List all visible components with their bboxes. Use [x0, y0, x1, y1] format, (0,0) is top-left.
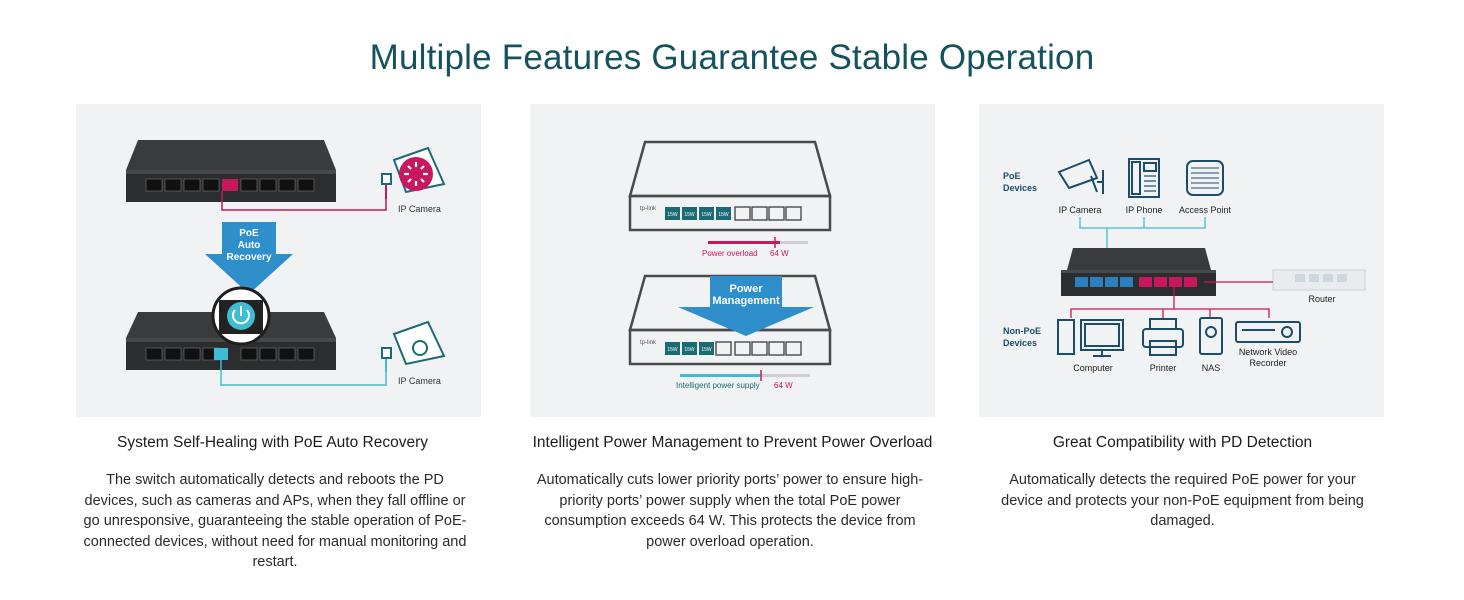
non-poe-group-label-1: Non-PoE: [1003, 326, 1041, 336]
poe-device-label: IP Camera: [1059, 205, 1102, 215]
pd-detection-diagram: PoE Devices IP Camera IP Phone Access Po…: [979, 104, 1384, 417]
poe-device-label: IP Phone: [1126, 205, 1163, 215]
port-power-label: 15W: [701, 347, 712, 353]
non-poe-device-label: NAS: [1202, 363, 1221, 373]
ip-camera-bottom-icon: [381, 320, 446, 372]
poe-group-label-1: PoE: [1003, 171, 1021, 181]
arrow-label-line-1: PoE: [239, 228, 259, 239]
poe-device-label: Access Point: [1179, 205, 1232, 215]
feature-description-auto-recovery: The switch automatically detects and reb…: [83, 472, 467, 570]
port-power-label: 15W: [718, 212, 729, 218]
feature-description-pd-detection: Automatically detects the required PoE p…: [1001, 472, 1364, 529]
feature-description-power-management: Automatically cuts lower priority ports’…: [536, 472, 924, 550]
non-poe-device-label: Printer: [1150, 363, 1177, 373]
supply-bar-fill: [680, 374, 760, 377]
ip-phone-icon: [1128, 158, 1160, 198]
access-point-icon: [1186, 160, 1224, 196]
port-power-label: 15W: [701, 212, 712, 218]
ip-camera-top-icon: [381, 146, 446, 199]
power-cycle-icon: [211, 286, 271, 346]
port-power-label: 15W: [667, 347, 678, 353]
nas-icon: [1199, 317, 1223, 355]
ip-camera-icon: [1057, 158, 1104, 194]
power-management-diagram: tp-link 15W 15W 15W 15W Power overload 6…: [530, 104, 935, 417]
supply-value: 64 W: [774, 381, 793, 390]
nvr-label-line-2: Recorder: [1249, 358, 1286, 368]
overload-value: 64 W: [770, 249, 789, 258]
switch-top-icon: [126, 140, 336, 202]
page-title: Multiple Features Guarantee Stable Opera…: [369, 38, 1095, 77]
arrow-label-line-3: Recovery: [226, 252, 271, 263]
arrow-label-line-2: Auto: [238, 240, 261, 251]
overload-bar-fill: [708, 241, 780, 244]
port-power-label: 15W: [684, 347, 695, 353]
recovery-arrow-icon: [205, 222, 293, 294]
arrow-label-line-2: Management: [712, 295, 780, 307]
overload-label: Power overload: [702, 249, 758, 258]
feature-title-power-management: Intelligent Power Management to Prevent …: [532, 434, 933, 451]
arrow-label-line-1: Power: [729, 283, 763, 295]
non-poe-group-label-2: Devices: [1003, 338, 1037, 348]
nvr-icon: [1235, 321, 1301, 343]
ports-top: [665, 206, 802, 221]
ports-bottom: [665, 341, 802, 356]
supply-label: Intelligent power supply: [676, 381, 760, 390]
poe-auto-recovery-diagram: IP Camera PoE Auto Recovery IP Camera: [76, 104, 481, 417]
port-power-label: 15W: [684, 212, 695, 218]
printer-icon: [1142, 318, 1184, 356]
port-power-label: 15W: [667, 212, 678, 218]
brand-top-label: tp-link: [640, 206, 657, 212]
router-icon: [1272, 269, 1366, 291]
brand-bottom-label: tp-link: [640, 340, 657, 346]
poe-group-label-2: Devices: [1003, 183, 1037, 193]
non-poe-connection-lines: [1070, 287, 1270, 318]
ip-camera-bottom-label: IP Camera: [398, 376, 441, 386]
switch-outline-top-icon: [628, 140, 832, 232]
nvr-label-line-1: Network Video: [1239, 347, 1297, 357]
non-poe-device-label: Computer: [1073, 363, 1113, 373]
computer-icon: [1057, 319, 1124, 357]
ip-camera-top-label: IP Camera: [398, 204, 441, 214]
router-label: Router: [1308, 294, 1335, 304]
feature-title-auto-recovery: System Self-Healing with PoE Auto Recove…: [117, 434, 428, 451]
feature-title-pd-detection: Great Compatibility with PD Detection: [1052, 434, 1313, 451]
power-management-arrow-icon: [678, 276, 814, 336]
poe-switch-icon: [1061, 248, 1216, 296]
